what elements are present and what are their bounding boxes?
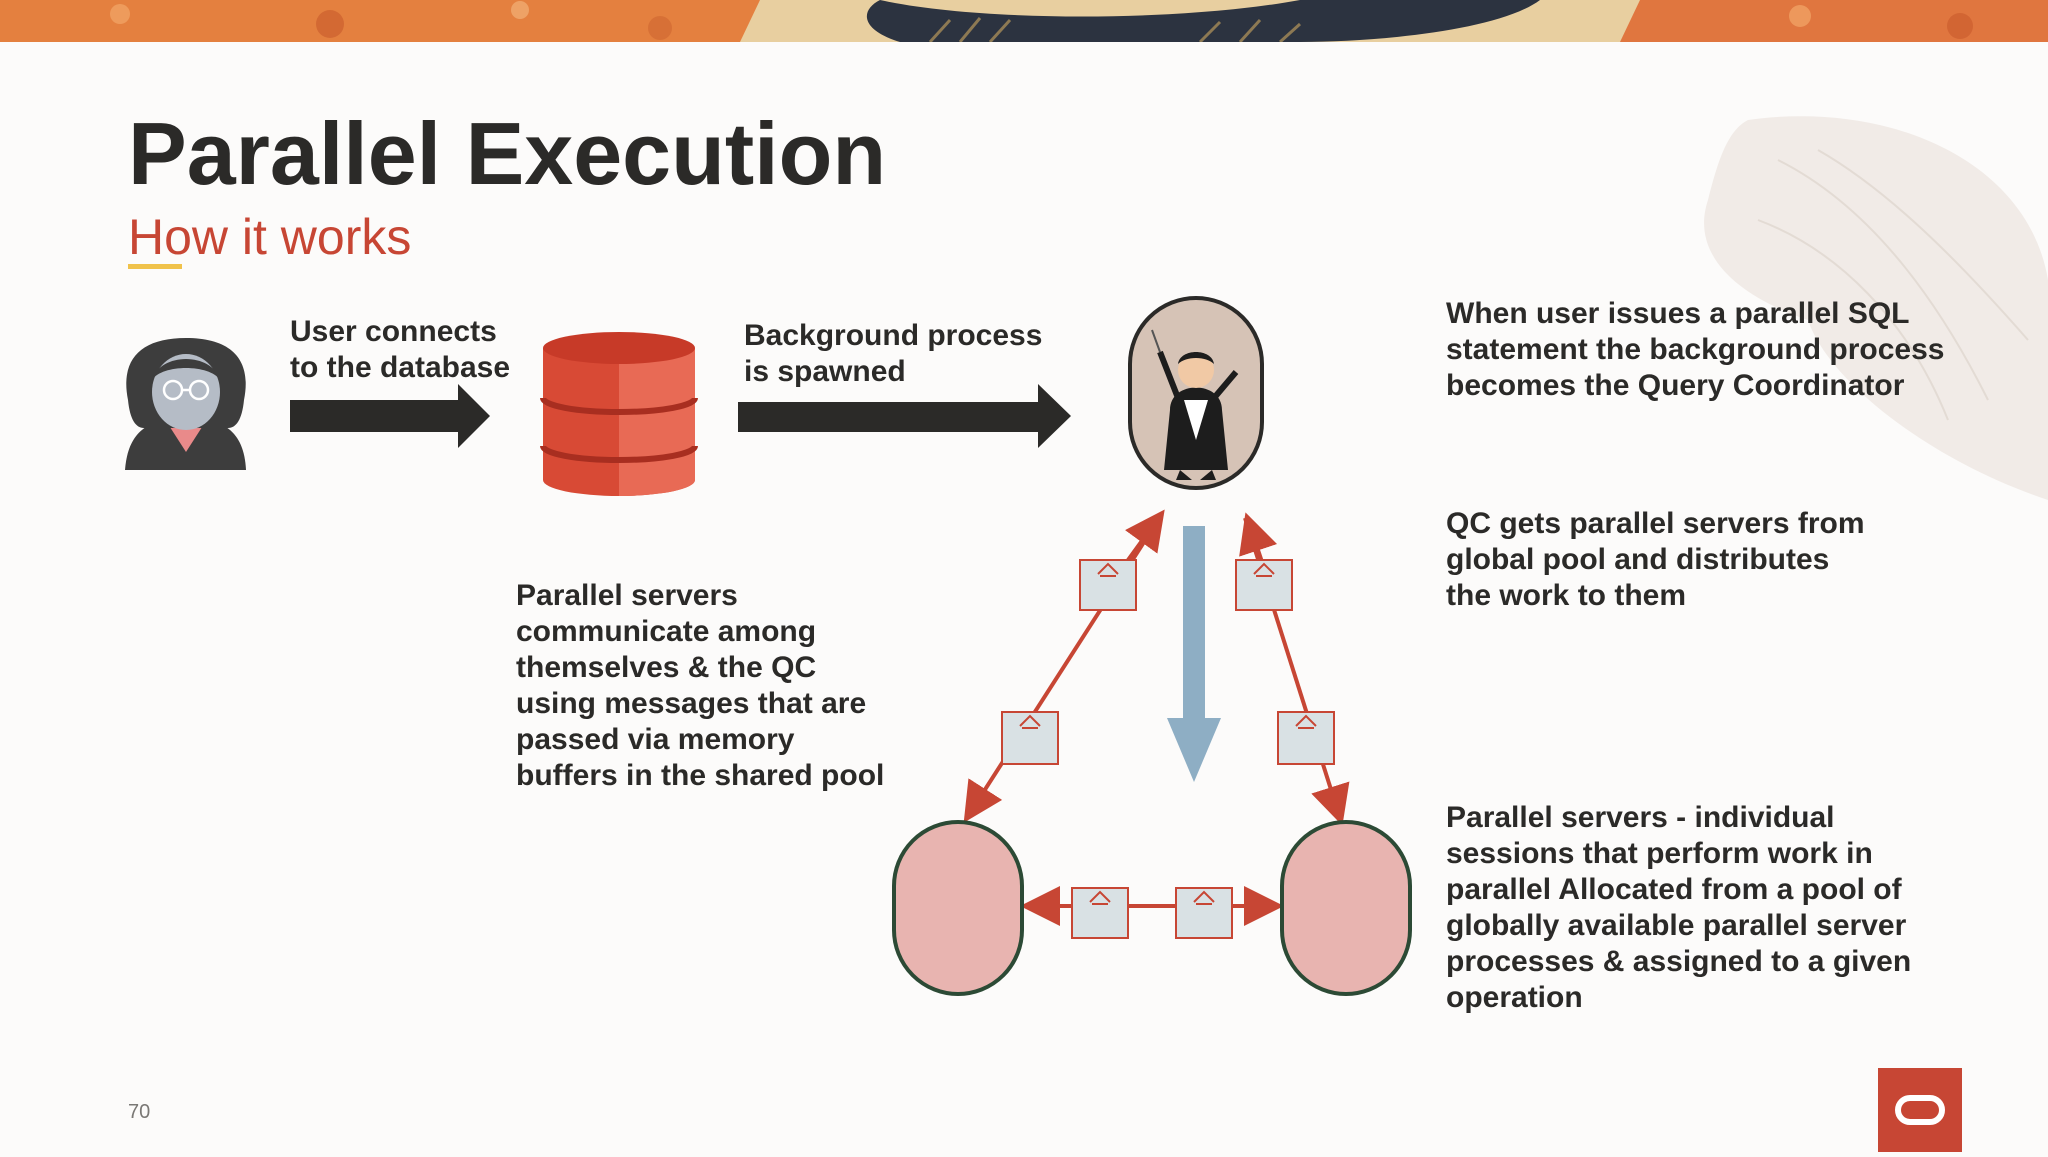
- conductor-icon: [1128, 296, 1264, 490]
- database-icon: [540, 332, 698, 496]
- parallel-servers-description-label: Parallel servers - individual sessions t…: [1446, 801, 1912, 1014]
- subtitle-underline: [128, 264, 182, 269]
- message-buffer-icon: [1235, 559, 1293, 611]
- message-buffer-icon: [1175, 887, 1233, 939]
- banner-art: [0, 0, 2048, 42]
- background-process-label: Background process is spawned: [744, 319, 1043, 388]
- parallel-server-right: [1280, 820, 1412, 996]
- message-buffer-icon: [1277, 711, 1335, 765]
- oracle-logo-icon: [1878, 1068, 1962, 1152]
- user-avatar-icon: [125, 338, 246, 470]
- parallel-server-left: [892, 820, 1024, 996]
- page-title: Parallel Execution: [128, 104, 887, 203]
- comm-line-left-up: [1125, 509, 1165, 562]
- comm-line-right-up: [1239, 512, 1278, 563]
- qc-distributes-label: QC gets parallel servers from global poo…: [1446, 507, 1865, 612]
- parallel-servers-communicate-label: Parallel servers communicate among thems…: [516, 579, 885, 792]
- qc-description-label: When user issues a parallel SQL statemen…: [1446, 297, 1945, 402]
- user-connects-label: User connects to the database: [290, 315, 511, 384]
- message-buffer-icon: [1079, 559, 1137, 611]
- distribute-arrow: [1167, 526, 1221, 782]
- message-buffer-icon: [1001, 711, 1059, 765]
- spawn-arrow: [738, 384, 1071, 448]
- leaf-watermark: [1704, 116, 2048, 500]
- message-buffer-icon: [1071, 887, 1129, 939]
- page-subtitle: How it works: [128, 209, 412, 265]
- top-decorative-banner: [0, 0, 2048, 42]
- connect-arrow: [290, 384, 490, 448]
- page-number: 70: [128, 1101, 151, 1123]
